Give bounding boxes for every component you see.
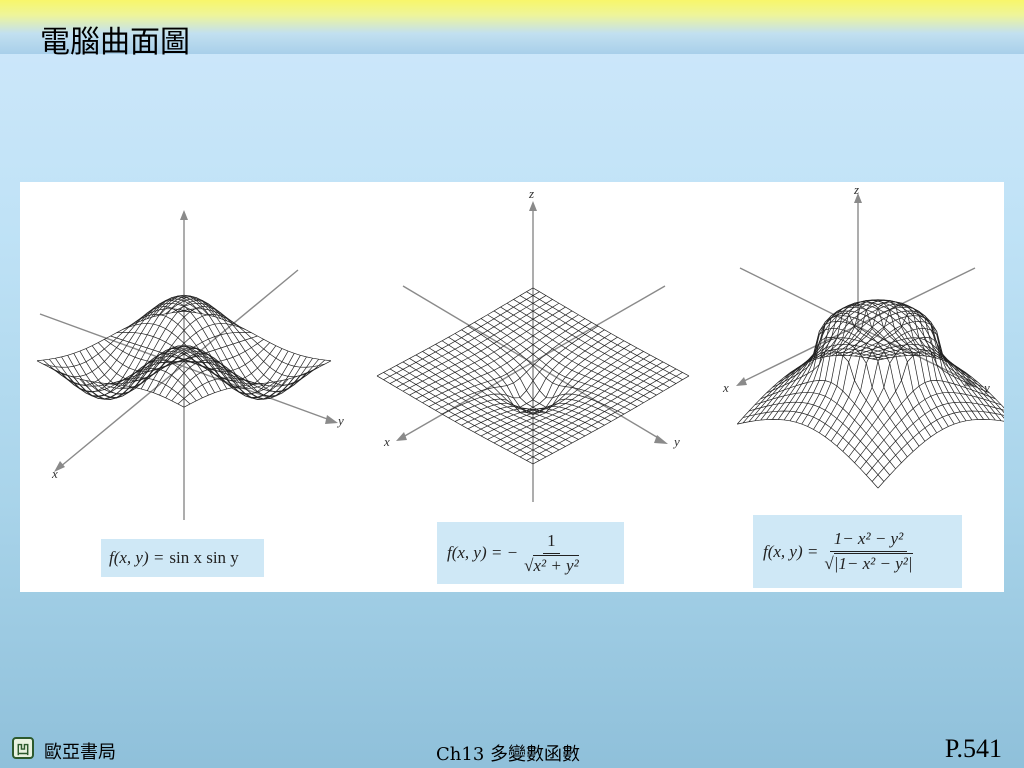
figure-2-surface-mesh <box>376 287 690 465</box>
top-gradient-bar <box>0 0 1024 54</box>
figure-1-y-label: y <box>336 413 344 428</box>
page-number: P.541 <box>944 734 1002 763</box>
figure-2-formula-denominator: x² + y² <box>533 554 579 575</box>
figure-3-formula-lhs: f(x, y) = <box>763 541 819 561</box>
figure-3-formula-fraction: 1− x² − y² √|1− x² − y²| <box>824 529 913 574</box>
figure-1-formula: f(x, y) = sin x sin y <box>101 539 264 577</box>
figure-2-y-label: y <box>672 434 680 449</box>
figure-3-surface-mesh <box>736 299 1004 489</box>
figure-1-formula-lhs: f(x, y) = <box>109 548 165 567</box>
figure-3-y-label: y <box>982 380 990 395</box>
slide-title: 電腦曲面圖 <box>40 25 190 60</box>
figure-2-formula: f(x, y) = − 1 √x² + y² <box>437 522 624 584</box>
figure-2-formula-numerator: 1 <box>543 531 560 554</box>
chapter-label: Ch13 多變數函數 <box>436 744 580 765</box>
figures-panel: y x z y x z y x <box>20 182 1004 592</box>
figure-1-axes: y x <box>39 210 344 520</box>
publisher-name: 歐亞書局 <box>44 742 116 763</box>
figure-3-x-label: x <box>722 380 729 395</box>
figure-3-sqrt-symbol: √ <box>824 554 834 573</box>
figure-1-surface-mesh <box>36 294 332 408</box>
figure-3-formula-numerator: 1− x² − y² <box>829 529 908 552</box>
figure-1-x-label: x <box>51 466 58 481</box>
figure-3-z-label: z <box>853 182 859 197</box>
figure-2-formula-fraction: 1 √x² + y² <box>524 531 579 576</box>
figure-1-formula-rhs: sin x sin y <box>169 548 239 567</box>
figure-2-sqrt-symbol: √ <box>524 555 534 575</box>
figure-2-z-label: z <box>528 186 534 201</box>
figure-2-x-label: x <box>383 434 390 449</box>
figure-3-formula-denominator: |1− x² − y²| <box>833 553 913 573</box>
figure-3-formula: f(x, y) = 1− x² − y² √|1− x² − y²| <box>753 515 962 588</box>
publisher-logo-icon: 凹 <box>12 737 34 759</box>
surface-plots: y x z y x z y x <box>36 182 1004 520</box>
figure-2-formula-lhs: f(x, y) = − <box>447 543 519 562</box>
